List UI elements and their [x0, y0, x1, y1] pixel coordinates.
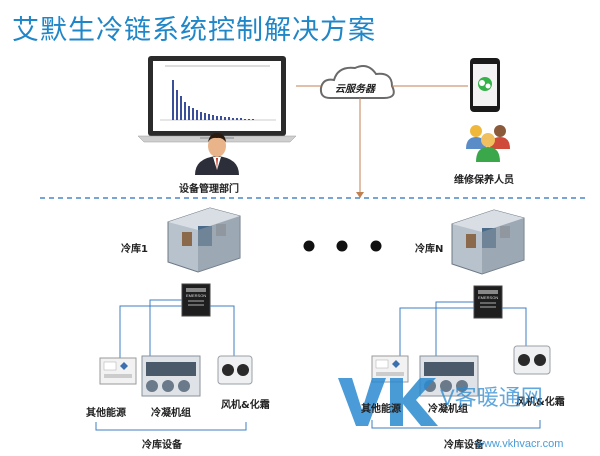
ellipsis-dot — [336, 240, 348, 252]
equipment-1-label: 冷库设备 — [142, 440, 182, 451]
evaporator-fan-1-icon — [217, 355, 253, 385]
arrow-head-icon — [356, 192, 364, 198]
fan-defrost-n-label: 风机&化霜 — [516, 397, 565, 408]
manager-icon — [195, 133, 239, 175]
screen-bar-chart — [160, 65, 276, 121]
ellipsis-dot — [370, 240, 382, 252]
evaporator-fan-n-icon — [513, 345, 551, 375]
watermark-url: www.vkhvacr.com — [476, 438, 564, 450]
cold-store-1-label: 冷库1 — [121, 244, 148, 255]
controller-n-brand: EMERSON — [478, 295, 499, 300]
condensing-unit-1-label: 冷凝机组 — [151, 408, 191, 419]
condensing-unit-n-label: 冷凝机组 — [428, 404, 468, 415]
fan-defrost-1-label: 风机&化霜 — [221, 400, 270, 411]
laptop-icon — [137, 56, 297, 143]
cold-store-n-label: 冷库N — [415, 244, 444, 255]
controller-1-wiring — [119, 299, 235, 358]
equipment-group-n-bracket — [371, 420, 541, 429]
ellipsis-dot — [303, 240, 315, 252]
equipment-group-1-bracket — [95, 422, 247, 431]
condensing-unit-1-icon — [141, 355, 201, 397]
cold-store-n-building-icon — [451, 209, 525, 275]
controller-1-icon — [181, 283, 211, 317]
other-energy-n-label: 其他能源 — [361, 404, 401, 415]
watermark-name: 暖通网 — [476, 385, 543, 410]
page-title: 艾默生冷链系统控制解决方案 — [12, 15, 376, 46]
energy-meter-n-icon — [371, 355, 409, 383]
maintenance-staff-label: 维修保养人员 — [454, 175, 514, 186]
watermark-prefix: V客 — [440, 385, 477, 410]
cold-store-1-building-icon — [167, 207, 241, 273]
cloud-server-label: 云服务器 — [335, 84, 375, 95]
controller-n-wiring — [399, 301, 527, 358]
energy-meter-1-icon — [99, 357, 137, 385]
vk-watermark-logo — [338, 378, 438, 426]
phone-icon — [470, 58, 500, 112]
condensing-unit-n-icon — [419, 355, 479, 397]
controller-1-brand: EMERSON — [186, 293, 207, 298]
other-energy-1-label: 其他能源 — [86, 408, 126, 419]
watermark-site-name: V客暖通网 — [440, 380, 543, 412]
maintenance-people-icon — [466, 125, 510, 162]
management-dept-label: 设备管理部门 — [179, 184, 239, 195]
controller-n-icon — [473, 285, 503, 319]
equipment-n-label: 冷库设备 — [444, 440, 484, 451]
